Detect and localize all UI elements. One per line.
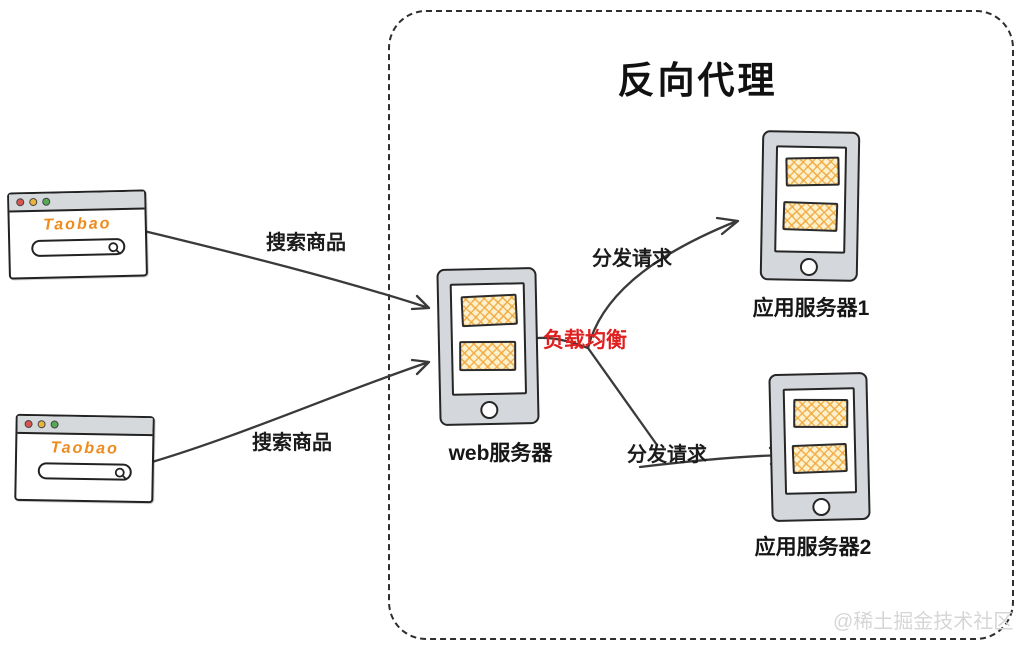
search-input[interactable] (30, 237, 125, 258)
content-block (785, 156, 840, 187)
arrow-search-bottom (150, 358, 431, 464)
site-logo-text: Taobao (50, 439, 119, 458)
content-block (793, 398, 849, 429)
search-icon (107, 242, 121, 255)
browser-titlebar (17, 415, 153, 437)
arrow-search-top (142, 229, 431, 311)
content-block (459, 340, 517, 372)
search-input[interactable] (37, 462, 132, 481)
home-button-icon (799, 257, 819, 277)
content-block (460, 293, 518, 328)
home-button-icon (480, 400, 499, 420)
edge-label-dispatch-top: 分发请求 (592, 248, 672, 270)
client-browser-1: Taobao (7, 189, 148, 280)
page-title: 反向代理 (617, 60, 778, 101)
app-server-1-label: 应用服务器1 (752, 297, 870, 320)
app-server-2-device (768, 371, 871, 523)
minimize-icon[interactable] (29, 197, 38, 207)
content-block (782, 201, 839, 232)
maximize-icon[interactable] (42, 197, 51, 206)
edge-label-search-bottom: 搜索商品 (252, 432, 332, 454)
dispatch-bottom-branch-line (586, 346, 659, 447)
edge-label-search-top: 搜索商品 (266, 232, 346, 254)
home-button-icon (811, 497, 831, 517)
minimize-icon[interactable] (37, 420, 46, 429)
close-icon[interactable] (16, 198, 25, 207)
device-screen (774, 145, 848, 254)
browser-titlebar (9, 191, 145, 213)
app-server-2-label: 应用服务器2 (754, 536, 872, 559)
watermark-text: @稀土掘金技术社区 (833, 611, 1014, 633)
load-balance-stub-line (535, 336, 590, 350)
content-block (791, 442, 848, 475)
device-screen (782, 387, 858, 495)
web-server-device (436, 266, 540, 427)
load-balance-annotation: 负载均衡 (543, 329, 627, 352)
edge-label-dispatch-bottom: 分发请求 (627, 444, 707, 466)
device-screen (449, 282, 528, 396)
search-icon (114, 467, 127, 481)
app-server-1-device (759, 130, 861, 282)
arrow-dispatch-top (586, 216, 740, 350)
web-server-label: web服务器 (448, 442, 553, 465)
client-browser-2: Taobao (14, 413, 155, 504)
maximize-icon[interactable] (50, 420, 59, 429)
reverse-proxy-boundary (388, 10, 1014, 640)
close-icon[interactable] (24, 419, 33, 429)
site-logo-text: Taobao (42, 215, 112, 234)
